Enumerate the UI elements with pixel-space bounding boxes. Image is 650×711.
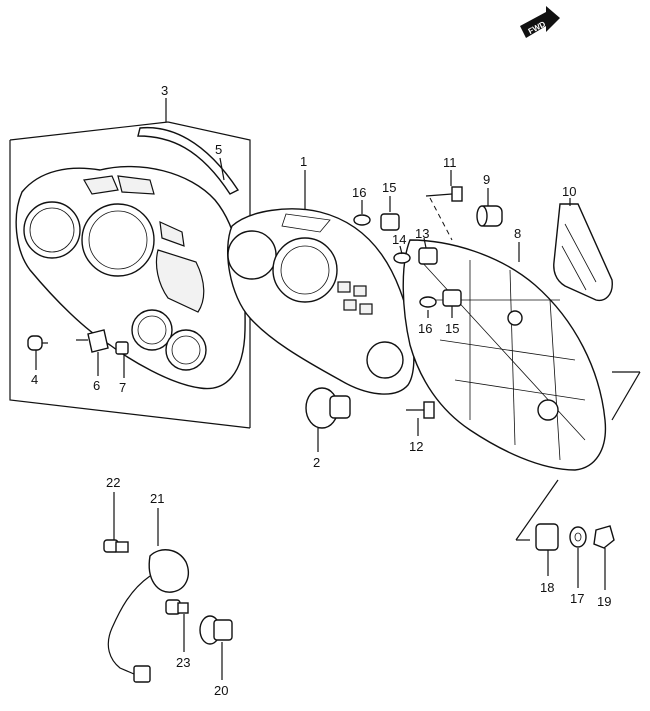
callout-23: 23 bbox=[176, 655, 190, 670]
fwd-arrow-icon: FWD bbox=[520, 6, 560, 38]
callout-15b: 15 bbox=[445, 321, 459, 336]
callout-13: 13 bbox=[415, 226, 429, 241]
bulb-socket-15a bbox=[380, 213, 400, 231]
callout-12: 12 bbox=[409, 439, 423, 454]
callout-15a: 15 bbox=[382, 180, 396, 195]
screw-12 bbox=[406, 401, 435, 419]
lamp-socket-6 bbox=[76, 329, 109, 353]
callout-10: 10 bbox=[562, 184, 576, 199]
callout-3: 3 bbox=[161, 83, 168, 98]
callout-6: 6 bbox=[93, 378, 100, 393]
bulb-16b bbox=[419, 296, 437, 308]
visor-strip bbox=[137, 126, 240, 195]
leader-lines bbox=[35, 98, 641, 680]
meter-cover bbox=[15, 165, 246, 390]
callout-1: 1 bbox=[300, 154, 307, 169]
callout-labels: 3 5 1 11 9 10 8 16 15 14 13 16 15 12 2 4… bbox=[31, 83, 611, 698]
callout-14: 14 bbox=[392, 232, 406, 247]
bracket bbox=[553, 203, 613, 302]
bulb-16a bbox=[353, 214, 371, 226]
callout-9: 9 bbox=[483, 172, 490, 187]
cap-4 bbox=[27, 335, 48, 351]
socket-20 bbox=[199, 615, 233, 645]
callout-20: 20 bbox=[214, 683, 228, 698]
socket-plate-2 bbox=[305, 387, 351, 429]
grommet bbox=[476, 205, 503, 227]
callout-11: 11 bbox=[443, 155, 457, 170]
callout-18: 18 bbox=[540, 580, 554, 595]
callout-5: 5 bbox=[215, 142, 222, 157]
wire-harness-21 bbox=[107, 549, 190, 683]
meter-assembly-box bbox=[9, 121, 251, 429]
callout-21: 21 bbox=[150, 491, 164, 506]
cushion-18 bbox=[535, 523, 559, 551]
callout-8: 8 bbox=[514, 226, 521, 241]
bulb-14 bbox=[393, 252, 411, 264]
meter-body bbox=[227, 208, 415, 395]
callout-22: 22 bbox=[106, 475, 120, 490]
bulb-22 bbox=[103, 539, 129, 553]
screw-11 bbox=[425, 186, 463, 202]
washer-17 bbox=[569, 526, 587, 548]
bulb-23 bbox=[165, 599, 189, 615]
screw-7 bbox=[115, 341, 129, 355]
callout-16b: 16 bbox=[418, 321, 432, 336]
callout-17: 17 bbox=[570, 591, 584, 606]
callout-4: 4 bbox=[31, 372, 38, 387]
socket-13 bbox=[418, 247, 438, 265]
callout-16a: 16 bbox=[352, 185, 366, 200]
bulb-socket-15b bbox=[442, 289, 462, 307]
callout-2: 2 bbox=[313, 455, 320, 470]
nut-19 bbox=[593, 525, 615, 549]
callout-7: 7 bbox=[119, 380, 126, 395]
callout-19: 19 bbox=[597, 594, 611, 609]
